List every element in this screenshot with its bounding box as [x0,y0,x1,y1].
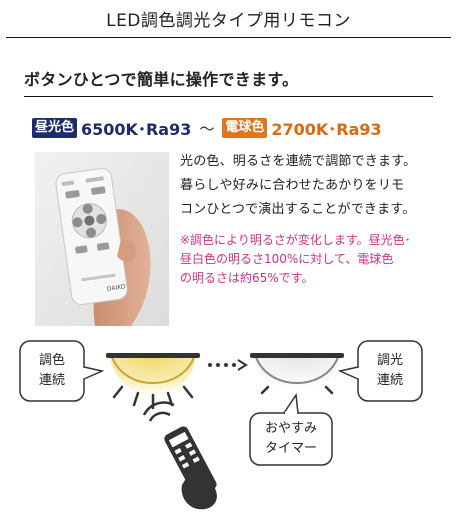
bubble-line: おやすみ [264,421,317,436]
heading-divider [24,96,433,97]
note-line: の明るさは約65%です。 [180,271,314,285]
remote-photo: DAIKO [35,152,169,326]
description-line: コンひとつで演出することができます。 [180,202,416,217]
color-bubble [19,340,105,402]
remote-in-hand-image: DAIKO [35,152,169,326]
dim-bubble [337,340,423,402]
daylight-badge: 昼光色 [32,118,78,138]
daylight-value: 6500K･Ra93 [81,120,192,139]
bubble-line: 連続 [38,373,65,388]
color-spec: 昼光色 6500K･Ra93 ～ 電球色 2700K･Ra93 [32,117,382,139]
ceiling-light-icon [250,353,344,395]
section-heading: ボタンひとつで簡単に操作できます。 [24,70,299,89]
dotted-arrow-icon [208,359,248,371]
page-title: LED調色調光タイプ用リモコン [106,11,351,31]
bubble-line: タイマー [264,441,317,456]
timer-bubble [249,392,333,466]
description: 光の色、明るさを連続で調節できます。 暮らしや好みに合わせたあかりをリモ コンひ… [180,150,442,222]
remote-brand-label: DAIKO [107,283,127,293]
bubble-line: 連続 [376,373,403,388]
color-bubble-text: 調色 連続 [20,351,84,391]
remote-control-icon [142,401,217,510]
note-line: ※調色により明るさが変化します。昼光色･ [180,233,411,247]
bubble-line: 調色 [38,353,65,368]
note-line: 昼白色の明るさ100%に対して、電球色 [180,252,394,266]
bubble-line: 調光 [376,353,403,368]
title-divider [6,37,451,38]
description-line: 光の色、明るさを連続で調節できます。 [180,154,417,169]
range-separator: ～ [199,119,215,138]
warm-value: 2700K･Ra93 [271,120,382,139]
brightness-note: ※調色により明るさが変化します。昼光色･ 昼白色の明るさ100%に対して、電球色… [180,231,442,288]
operation-diagram: 調色 連続 調光 連続 おやすみ タイマー [0,335,457,513]
ceiling-light-icon [106,353,200,410]
description-line: 暮らしや好みに合わせたあかりをリモ [180,178,405,193]
diagram-graphics [19,340,423,510]
dim-bubble-text: 調光 連続 [358,351,422,391]
warm-badge: 電球色 [222,118,268,138]
timer-bubble-text: おやすみ タイマー [250,419,332,459]
